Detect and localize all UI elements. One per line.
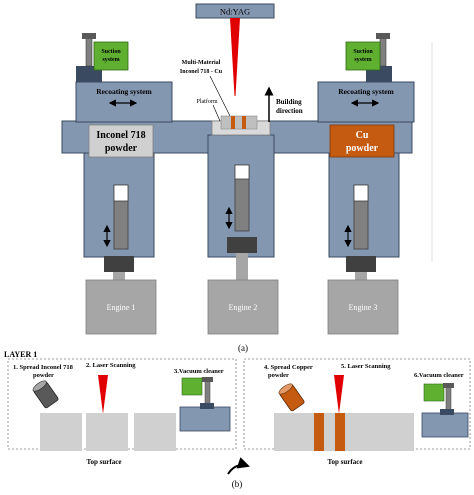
motor-left xyxy=(104,256,134,272)
platform-label: Platform xyxy=(197,98,218,105)
vacuum-cleaner-icon-1 xyxy=(179,377,231,432)
left-slot-top xyxy=(113,184,129,202)
step-2-label: 2. Laser Scanning xyxy=(86,362,136,369)
part-cu-stripe-1 xyxy=(231,116,235,129)
part-inconel xyxy=(220,115,258,130)
copper-powder-spreader-icon xyxy=(278,383,305,412)
step-1-label-2: powder xyxy=(33,372,54,379)
multi-material-label-2: Inconel 718 - Cu xyxy=(180,69,223,75)
platform-leader xyxy=(212,104,221,122)
laser-beam-icon-1 xyxy=(98,375,108,414)
laser-beam-icon-2 xyxy=(334,375,344,414)
right-slot-top xyxy=(353,184,369,202)
cu-powder-box xyxy=(329,124,395,158)
layer-title: LAYER 1 xyxy=(4,350,37,359)
surface-tile-3 xyxy=(134,413,176,451)
label-a: (a) xyxy=(238,343,248,353)
suction-left-cap xyxy=(82,33,96,39)
engine-3-box xyxy=(327,279,399,335)
transition-arrow xyxy=(227,457,250,475)
suction-right-box xyxy=(345,41,381,71)
center-slot-top xyxy=(234,164,250,180)
machine-schematic: Nd:YAG Recoating system Recoating system… xyxy=(61,3,433,353)
inconel-powder-spreader-icon xyxy=(32,380,59,409)
motor-center xyxy=(227,237,257,253)
multi-material-leader xyxy=(209,75,231,117)
laser-source-label: Nd:YAG xyxy=(220,7,250,17)
label-b: (b) xyxy=(232,479,243,489)
engine-2-box xyxy=(207,279,279,335)
engine-1-box xyxy=(85,279,157,335)
inconel-powder-label-2: powder xyxy=(105,143,138,154)
suction-left-label-1: Suction xyxy=(101,49,121,55)
suction-left-pipe xyxy=(85,37,93,67)
multi-material-label-1: Multi-Material xyxy=(182,60,221,66)
shaft-right xyxy=(355,272,367,280)
top-surface-left-label: Top surface xyxy=(87,458,122,466)
building-direction-label-2: direction xyxy=(276,107,303,115)
step-1-label-1: 1. Spread Inconel 718 xyxy=(13,364,74,371)
step-4-label-2: powder xyxy=(268,372,289,379)
building-direction-label-1: Building xyxy=(276,98,302,106)
engine-1-label: Engine 1 xyxy=(107,303,136,312)
suction-right-label-1: Suction xyxy=(353,49,373,55)
inconel-powder-label-1: Inconel 718 xyxy=(96,130,145,141)
step-3-label: 3.Vacuum cleaner xyxy=(174,368,224,375)
shaft-center xyxy=(236,253,248,281)
layer-process: LAYER 1 1. Spread Inconel 718 powder 2. … xyxy=(4,350,471,489)
suction-left-label-2: system xyxy=(102,57,119,63)
suction-right-pipe xyxy=(379,37,387,67)
top-surface-right-label: Top surface xyxy=(328,458,363,466)
part-cu-stripe-2 xyxy=(242,116,246,129)
engine-2-label: Engine 2 xyxy=(229,303,258,312)
cu-powder-label-2: powder xyxy=(346,143,379,154)
cu-track-1 xyxy=(314,413,324,451)
recoating-system-right-label: Recoating system xyxy=(338,87,394,96)
recoating-system-left-label: Recoating system xyxy=(96,87,152,96)
suction-right-label-2: system xyxy=(354,57,371,63)
inconel-powder-box xyxy=(88,124,154,158)
laser-beam xyxy=(230,18,240,96)
step-5-label: 5. Laser Scanning xyxy=(341,363,391,370)
surface-tile-1 xyxy=(40,413,82,451)
cu-powder-label-1: Cu xyxy=(356,130,369,141)
suction-left-box xyxy=(93,41,129,71)
step-6-label: 6.Vacuum cleaner xyxy=(414,372,464,379)
vacuum-cleaner-icon-2 xyxy=(421,383,469,438)
suction-right-cap xyxy=(376,33,390,39)
step-4-label-1: 4. Spread Copper xyxy=(264,364,313,371)
cu-track-2 xyxy=(335,413,345,451)
engine-3-label: Engine 3 xyxy=(349,303,378,312)
motor-right xyxy=(346,256,376,272)
shaft-left xyxy=(113,272,125,280)
surface-tile-2 xyxy=(86,413,128,451)
